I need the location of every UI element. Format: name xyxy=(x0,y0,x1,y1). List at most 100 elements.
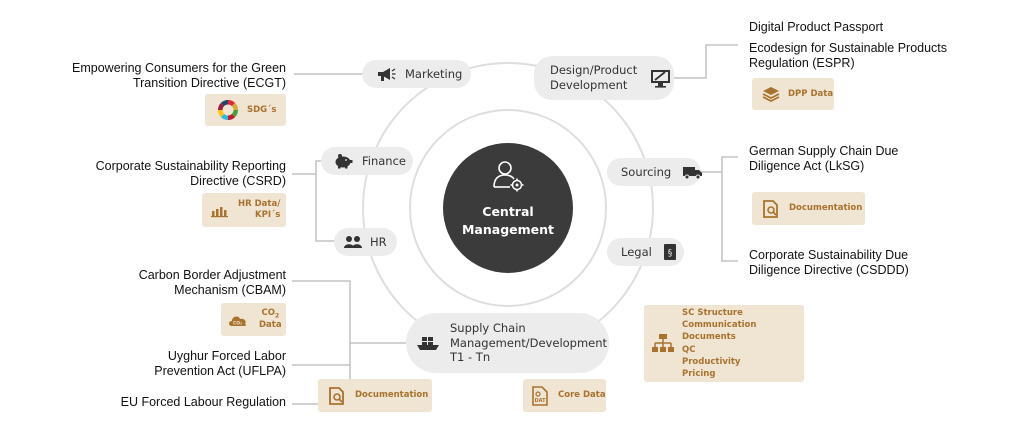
chip-co2-data: CO₂ CO2 Data xyxy=(221,303,286,336)
law-dpp: Digital Product Passport xyxy=(749,20,883,35)
co2-icon-text: CO₂ xyxy=(233,320,242,326)
chip-sc-list: SC Structure Communication Documents QC … xyxy=(644,305,804,382)
law-uflpa-line-1: Uyghur Forced Labor xyxy=(167,349,286,363)
law-csrd-line-2: Directive (CSRD) xyxy=(190,173,286,188)
law-csrd: Corporate Sustainability Reporting Direc… xyxy=(96,159,286,189)
truck-icon xyxy=(682,164,704,180)
chip-co2-line-1: CO2 xyxy=(259,308,282,320)
chip-sdg-label: SDG´s xyxy=(247,104,277,115)
law-uflpa: Uyghur Forced Labor Prevention Act (UFLP… xyxy=(154,349,286,379)
law-eufl-line-1: EU Forced Labour Regulation xyxy=(120,395,286,409)
node-design-label: Design/Product Development xyxy=(550,63,637,93)
law-ecgt-line-2: Transition Directive (ECGT) xyxy=(132,75,286,90)
connector-cbam xyxy=(292,280,351,372)
chip-co2-subscript: 2 xyxy=(274,312,280,320)
chip-core-data: DAT Core Data xyxy=(523,379,606,412)
piggy-bank-icon xyxy=(333,153,353,169)
chip-sdg: SDG´s xyxy=(205,94,286,126)
document-search-icon xyxy=(762,199,780,219)
node-scm-line-3: T1 - Tn xyxy=(450,350,491,365)
chip-co2-line-2: Data xyxy=(259,320,282,331)
list-item: SC Structure xyxy=(682,308,743,319)
core-icon-text: DAT xyxy=(534,398,546,404)
center-line-1: Central xyxy=(482,204,534,219)
law-espr-line-1: Ecodesign for Sustainable Products xyxy=(749,41,948,55)
connector-espr xyxy=(674,44,738,79)
chip-sourcing-documentation: Documentation xyxy=(752,192,865,225)
chip-dpp-data: DPP Data xyxy=(752,78,834,110)
center-line-2: Management xyxy=(461,222,554,238)
chip-hr-data: HR Data/ KPI´s xyxy=(202,193,286,227)
node-hr-label: HR xyxy=(370,235,387,249)
law-csddd-line-1: Corporate Sustainability Due xyxy=(749,248,909,262)
law-espr-line-2: Regulation (ESPR) xyxy=(749,55,855,70)
megaphone-icon xyxy=(376,66,396,82)
law-ecgt-line-1: Empowering Consumers for the Green xyxy=(72,61,286,75)
chip-dpp-label: DPP Data xyxy=(788,88,834,99)
co2-cloud-icon: CO₂ xyxy=(227,312,249,328)
law-csrd-line-1: Corporate Sustainability Reporting xyxy=(95,159,286,173)
list-item: Communication Documents xyxy=(682,320,757,343)
law-uflpa-line-2: Prevention Act (UFLPA) xyxy=(154,363,286,378)
law-espr: Ecodesign for Sustainable Products Regul… xyxy=(749,41,947,71)
law-csddd: Corporate Sustainability Due Diligence D… xyxy=(749,248,909,278)
list-item: QC xyxy=(682,344,696,355)
chip-hr-label: HR Data/ KPI´s xyxy=(238,199,280,220)
user-gear-icon xyxy=(493,161,524,192)
node-marketing-label: Marketing xyxy=(405,67,463,81)
node-finance: Finance xyxy=(321,147,413,175)
law-book-icon: § xyxy=(662,243,678,261)
node-supply-chain-label: Supply Chain Management/Development T1 -… xyxy=(450,321,607,366)
stack-icon xyxy=(762,85,780,103)
data-file-icon: DAT xyxy=(531,385,549,407)
law-lksg-line-2: Diligence Act (LkSG) xyxy=(749,158,865,173)
law-lksg: German Supply Chain Due Diligence Act (L… xyxy=(749,144,898,174)
law-cbam-line-2: Mechanism (CBAM) xyxy=(174,282,286,297)
node-legal-label: Legal xyxy=(621,245,652,259)
law-cbam-line-1: Carbon Border Adjustment xyxy=(138,268,286,282)
node-design: Design/Product Development xyxy=(534,56,674,100)
node-sourcing: Sourcing xyxy=(607,158,704,186)
chip-sc-doc-label: Documentation xyxy=(355,390,429,401)
chip-co2-text: CO xyxy=(261,308,275,319)
list-item: Pricing xyxy=(682,368,716,379)
chip-sc-documentation: Documentation xyxy=(318,379,432,412)
law-lksg-line-1: German Supply Chain Due xyxy=(749,144,899,158)
law-dpp-line-1: Digital Product Passport xyxy=(749,20,884,34)
node-legal: Legal § xyxy=(607,238,684,266)
connector-finance-hr xyxy=(315,160,335,242)
chip-core-label: Core Data xyxy=(558,390,606,401)
law-eu-forced-labour: EU Forced Labour Regulation xyxy=(121,395,286,410)
node-design-line-1: Design/Product xyxy=(550,63,638,78)
node-scm-line-1: Supply Chain xyxy=(450,320,526,335)
node-scm-line-2: Management/Development xyxy=(450,335,608,350)
org-chart-icon xyxy=(651,333,675,355)
node-finance-label: Finance xyxy=(362,154,406,168)
node-marketing: Marketing xyxy=(362,60,471,88)
chip-hr-line-2: KPI´s xyxy=(255,210,281,220)
law-csddd-line-2: Diligence Directive (CSDDD) xyxy=(749,262,909,277)
connector-lksg-csddd xyxy=(721,156,738,262)
chip-hr-line-1: HR Data/ xyxy=(238,199,281,210)
list-item: Productivity xyxy=(682,356,741,367)
sdg-wheel-icon xyxy=(217,99,239,121)
svg-text:§: § xyxy=(668,249,673,259)
node-sourcing-label: Sourcing xyxy=(621,165,672,179)
node-supply-chain: Supply Chain Management/Development T1 -… xyxy=(406,313,609,373)
law-cbam: Carbon Border Adjustment Mechanism (CBAM… xyxy=(139,268,286,298)
people-icon xyxy=(343,234,363,250)
cargo-ship-icon xyxy=(416,334,440,352)
chip-co2-label: CO2 Data xyxy=(259,308,282,331)
node-design-line-2: Development xyxy=(550,78,628,92)
bar-chart-icon xyxy=(210,202,230,218)
law-ecgt: Empowering Consumers for the Green Trans… xyxy=(72,61,286,91)
central-management-node: Central Management xyxy=(443,143,573,273)
node-hr: HR xyxy=(334,228,397,256)
central-management-title: Central Management xyxy=(462,203,554,239)
chip-sourcing-doc-label: Documentation xyxy=(789,203,863,214)
inner-ring xyxy=(409,109,607,307)
monitor-pen-icon xyxy=(650,68,672,88)
chip-sc-list-items: SC Structure Communication Documents QC … xyxy=(682,307,804,379)
document-search-icon xyxy=(328,386,346,406)
